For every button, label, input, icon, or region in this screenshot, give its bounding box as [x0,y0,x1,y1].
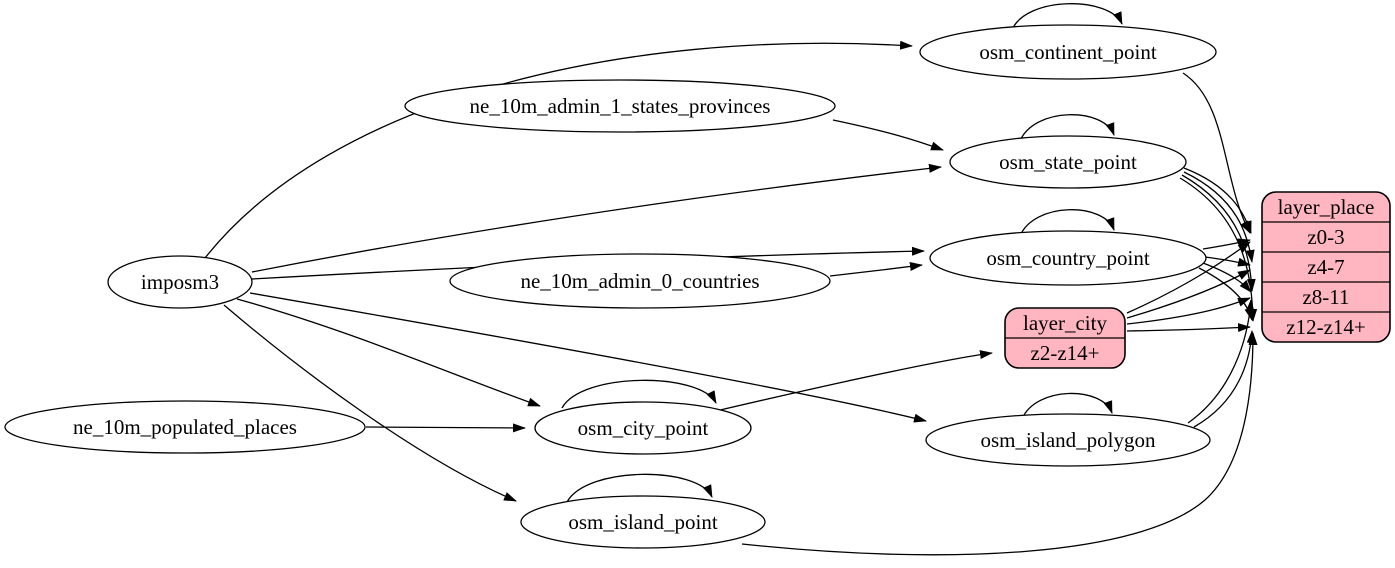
ne_10m_populated_places-label: ne_10m_populated_places [73,415,297,439]
edge-ne_10m_admin_1_states_provinces-osm_state_point [832,119,944,151]
node-osm_country_point: osm_country_point [929,230,1207,286]
node-ne_10m_admin_1_states_provinces: ne_10m_admin_1_states_provinces [404,79,836,133]
edge-osm_state_point-layer_place-z8-11 [1181,174,1256,292]
edge-osm_city_point-self [561,379,717,409]
edge-osm_island_polygon-self [1021,392,1113,420]
osm_island_point-label: osm_island_point [568,510,718,534]
edge-layer_city-layer_place-z4-7 [1126,269,1251,319]
osm_city_point-label: osm_city_point [578,416,709,440]
node-osm_city_point: osm_city_point [534,401,752,455]
edge-osm_state_point-layer_place-z0-3 [1183,167,1252,234]
node-osm_island_point: osm_island_point [520,495,766,549]
edge-osm_country_point-layer_place-z4-7 [1204,256,1251,267]
node-osm_state_point: osm_state_point [949,135,1187,189]
edge-imposm3-osm_continent_point [204,40,913,259]
edge-imposm3-osm_city_point [236,298,541,407]
layer_place-box [1261,191,1391,343]
osm_state_point-ellipse [949,135,1187,189]
edge-imposm3-osm_island_polygon [249,292,927,423]
edge-osm_state_point-layer_place-z4-7 [1183,171,1255,263]
node-layer_city: layer_city z2-z14+ [1004,307,1126,369]
layer_place-row-z12-z14+: z12-z14+ [1286,315,1365,339]
layer_place-header: layer_place [1278,195,1375,219]
edge-layer_city-layer_place-z8-11 [1126,297,1251,325]
edge-layer_city-layer_place-z12-z14+ [1126,323,1251,333]
node-layer_place: layer_place z0-3 z4-7 z8-11 z12-z14+ [1261,191,1391,343]
osm_state_point-label: osm_state_point [999,150,1137,174]
edge-osm_country_point-layer_place-z0-3 [1202,238,1251,250]
layer_city-header: layer_city [1023,311,1107,335]
osm_island_polygon-ellipse [925,413,1211,467]
ne_10m_populated_places-ellipse [4,400,366,454]
node-ne_10m_admin_0_countries: ne_10m_admin_0_countries [449,253,831,309]
layer_place-row-z4-7: z4-7 [1307,255,1344,279]
edge-osm_island_polygon-layer_place-z8-11 [1187,299,1255,424]
ne_10m_admin_0_countries-label: ne_10m_admin_0_countries [520,269,759,293]
osm_island_point-ellipse [520,495,766,549]
ne_10m_admin_1_states_provinces-ellipse [404,79,836,133]
layer_city-row-z2-z14+: z2-z14+ [1031,341,1100,365]
edge-osm_country_point-layer_place-z8-11 [1202,262,1252,293]
edge-osm_continent_point-layer_place-z0-3 [1182,72,1251,234]
osm_island_polygon-label: osm_island_polygon [980,428,1156,452]
osm_city_point-ellipse [534,401,752,455]
edge-osm_continent_point-self [1011,3,1123,31]
node-osm_continent_point: osm_continent_point [919,24,1217,80]
imposm3-ellipse [107,255,253,309]
edge-osm_country_point-layer_place-z12-z14+ [1198,267,1254,321]
node-osm_island_polygon: osm_island_polygon [925,413,1211,467]
osm_continent_point-label: osm_continent_point [979,40,1156,64]
edge-osm_island_polygon-layer_place-z12-z14+ [1193,330,1256,428]
edge-osm_state_point-self [1019,114,1115,142]
edges-layer [204,3,1258,556]
edge-osm_island_point-layer_place-z12-z14+ [741,332,1258,556]
layer_place-row-z8-11: z8-11 [1302,285,1349,309]
edge-ne_10m_admin_0_countries-osm_country_point [829,262,923,277]
node-imposm3: imposm3 [107,255,253,309]
edge-osm_island_point-self [566,473,713,503]
ne_10m_admin_0_countries-ellipse [449,253,831,309]
edge-imposm3-osm_island_point [223,304,517,502]
osm_continent_point-ellipse [919,24,1217,80]
edge-layer_city-layer_place-z0-3 [1126,241,1251,314]
layer_place-row-z0-3: z0-3 [1307,225,1344,249]
edge-ne_10m_populated_places-osm_city_point [365,423,526,433]
edge-imposm3-osm_state_point [251,163,942,273]
node-ne_10m_populated_places: ne_10m_populated_places [4,400,366,454]
ne_10m_admin_1_states_provinces-label: ne_10m_admin_1_states_provinces [470,94,771,118]
edge-osm_city_point-layer_city-z2-z14+ [715,350,993,412]
osm_country_point-label: osm_country_point [986,246,1149,270]
imposm3-label: imposm3 [141,270,219,294]
osm_country_point-ellipse [929,230,1207,286]
edge-osm_country_point-self [1019,209,1115,237]
